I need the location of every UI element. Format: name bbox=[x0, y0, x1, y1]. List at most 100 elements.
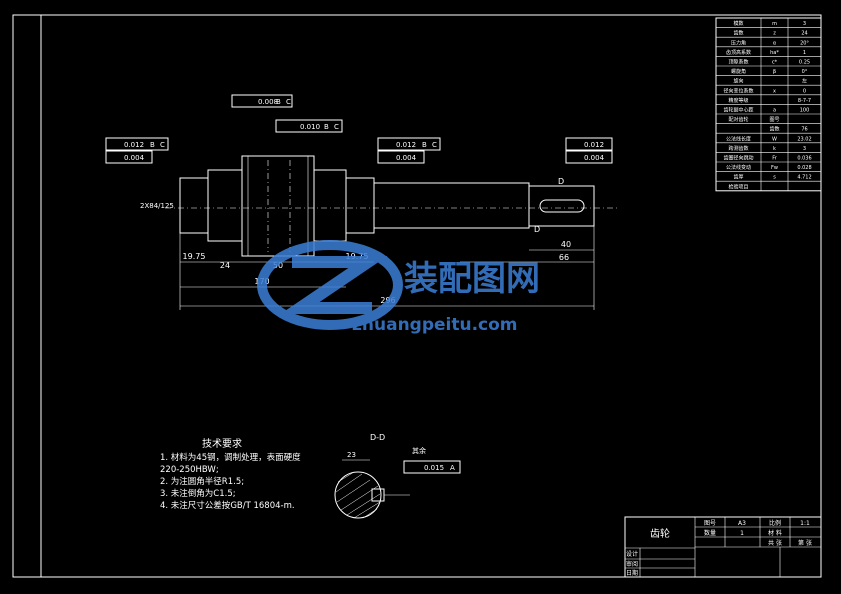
param-cell: 图号 bbox=[769, 117, 779, 123]
param-cell: 8-7-7 bbox=[798, 98, 811, 104]
param-cell: s bbox=[773, 175, 776, 181]
part-title: 齿轮 bbox=[650, 527, 670, 540]
right-journal bbox=[345, 177, 375, 234]
datum-a: A bbox=[450, 464, 455, 472]
dim-text-7: 40 bbox=[561, 240, 571, 249]
param-cell: 齿厚 bbox=[733, 175, 743, 181]
keyway bbox=[539, 199, 585, 213]
param-cell: z bbox=[773, 31, 776, 37]
datum-c-1: C bbox=[286, 98, 291, 106]
tol-2: 0.010 bbox=[300, 123, 320, 131]
param-cell: 公法线变动 bbox=[726, 164, 751, 171]
datum-c-4: C bbox=[432, 141, 437, 149]
param-cell: 4.712 bbox=[797, 175, 811, 181]
param-cell: 23.02 bbox=[797, 136, 811, 142]
tb-date: 日期 bbox=[626, 569, 638, 577]
param-cell: 顶隙系数 bbox=[728, 59, 748, 66]
tb-review: 审阅 bbox=[626, 560, 638, 568]
drawing-inner-frame bbox=[40, 14, 822, 578]
param-cell: 齿轮副中心距 bbox=[723, 107, 753, 114]
param-cell: c* bbox=[772, 60, 778, 66]
tol-1: 0.008 bbox=[258, 98, 278, 106]
left-shoulder bbox=[207, 169, 243, 242]
param-cell: m bbox=[772, 21, 777, 27]
tb-r1c3: 比例 bbox=[769, 519, 781, 527]
param-cell: x bbox=[773, 88, 776, 94]
param-cell: 0.036 bbox=[797, 156, 811, 162]
datum-b-3: B bbox=[150, 141, 155, 149]
key-end bbox=[528, 185, 595, 227]
tech-item-3: 2. 为注圆角半径R1.5; bbox=[160, 476, 244, 487]
section-view: D-D 23 其余 0.015 A bbox=[334, 433, 461, 519]
param-cell: W bbox=[772, 136, 777, 142]
tb-design: 设计 bbox=[626, 550, 638, 558]
tech-item-5: 4. 未注尺寸公差按GB/T 16804-m. bbox=[160, 500, 295, 511]
tech-item-2: 220-250HBW; bbox=[160, 465, 219, 475]
param-cell: 模数 bbox=[733, 20, 743, 27]
param-cell: 压力角 bbox=[731, 39, 746, 46]
tol-7: 0.012 bbox=[584, 141, 604, 149]
tb-r3c4: 第 张 bbox=[798, 539, 812, 547]
dim-text-3: 50 bbox=[273, 261, 283, 270]
param-cell: 跨测齿数 bbox=[728, 145, 748, 152]
hatching bbox=[335, 471, 381, 519]
tolerance-frames: 0.008 B C 0.010 B C 0.012 B C 0.004 0.01… bbox=[105, 94, 613, 164]
tb-r1c2: A3 bbox=[738, 520, 746, 527]
param-cell: 径向变位系数 bbox=[723, 87, 753, 94]
param-cell: a bbox=[773, 108, 776, 114]
datum-b-1: B bbox=[276, 98, 281, 106]
watermark: 装配图网 zhuangpeitu.com bbox=[257, 240, 540, 335]
param-cell: k bbox=[773, 146, 776, 152]
tb-r1c1: 图号 bbox=[704, 520, 716, 527]
param-cell: Fw bbox=[771, 165, 778, 171]
param-cell: 齿数 bbox=[769, 126, 779, 133]
tol-8: 0.004 bbox=[584, 154, 605, 162]
dim-text-1: 19.75 bbox=[183, 252, 206, 261]
tol-9: 0.015 bbox=[424, 464, 444, 472]
tol-5: 0.012 bbox=[396, 141, 416, 149]
datum-b-2: B bbox=[324, 123, 329, 131]
dim-text-8: 66 bbox=[559, 253, 569, 262]
param-cell: 1 bbox=[803, 50, 806, 56]
param-cell: 3 bbox=[803, 21, 806, 27]
tol-4: 0.004 bbox=[124, 154, 145, 162]
dim-text-2: 24 bbox=[220, 261, 230, 270]
param-cell: 公法线长度 bbox=[726, 135, 751, 142]
param-cell: 100 bbox=[800, 108, 810, 114]
param-cell: α bbox=[773, 40, 777, 46]
param-cell: 0° bbox=[802, 69, 808, 75]
param-cell: 齿圈径向跳动 bbox=[723, 155, 753, 162]
param-cell: 20° bbox=[800, 40, 809, 46]
chamfer-note: 2X84/125 bbox=[140, 202, 174, 210]
datum-c-2: C bbox=[334, 123, 339, 131]
param-cell: Fr bbox=[772, 156, 778, 162]
section-note: 其余 bbox=[412, 446, 426, 455]
tb-r1c4: 1:1 bbox=[800, 520, 810, 527]
param-cell: 0.028 bbox=[797, 165, 811, 171]
datum-c-3: C bbox=[160, 141, 165, 149]
gear-body bbox=[241, 155, 315, 257]
tech-requirements: 技术要求 1. 材料为45钢，调制处理，表面硬度 220-250HBW; 2. … bbox=[160, 437, 301, 511]
param-cell: 齿顶高系数 bbox=[726, 49, 751, 56]
param-cell: 旋向 bbox=[733, 78, 743, 85]
param-cell: β bbox=[773, 69, 776, 75]
left-journal bbox=[179, 177, 209, 234]
param-cell: ha* bbox=[770, 50, 779, 56]
param-cell: 0.25 bbox=[799, 60, 810, 66]
param-cell: 24 bbox=[801, 31, 807, 37]
param-cell: 3 bbox=[803, 146, 806, 152]
shaft-view bbox=[165, 155, 620, 257]
param-cell: 左 bbox=[802, 78, 807, 85]
param-cell: 齿数 bbox=[733, 30, 743, 37]
section-label: D-D bbox=[370, 433, 385, 442]
param-cell: 配对齿轮 bbox=[728, 116, 748, 123]
watermark-url: zhuangpeitu.com bbox=[352, 315, 518, 335]
datum-b-4: B bbox=[422, 141, 427, 149]
tb-r2c1: 数量 bbox=[704, 529, 716, 537]
param-cell: 精度等级 bbox=[728, 97, 748, 104]
title-block: 齿轮 图号 A3 比例 1:1 数量 1 材 料 共 张 第 张 设计 审阅 日… bbox=[624, 516, 822, 578]
watermark-brand: 装配图网 bbox=[404, 259, 540, 299]
tol-6: 0.004 bbox=[396, 154, 417, 162]
tb-r3c3: 共 张 bbox=[768, 539, 782, 547]
